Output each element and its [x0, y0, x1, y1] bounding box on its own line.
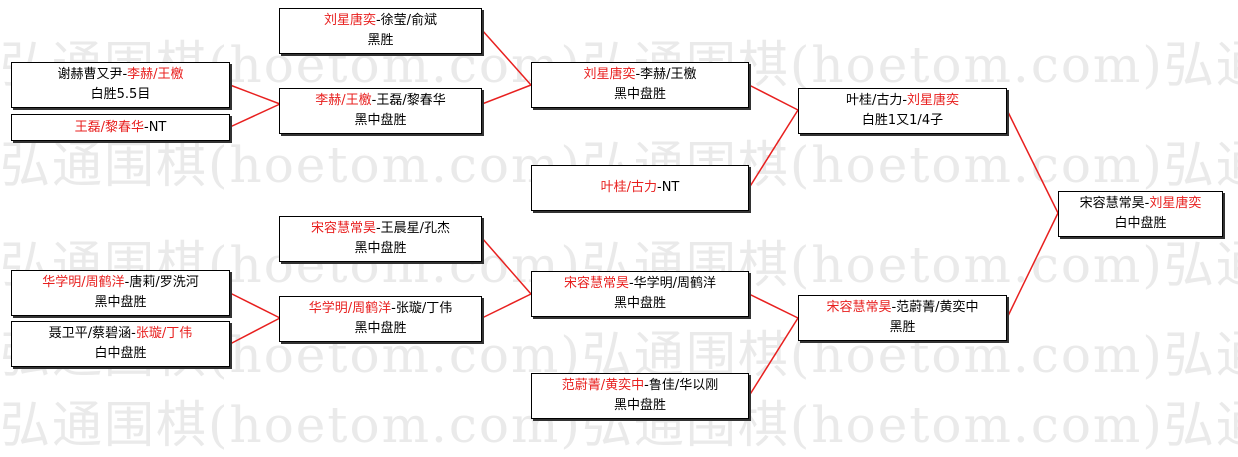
connector-line [229, 84, 281, 105]
connector-line [748, 317, 799, 397]
winner-name: 张璇/丁伟 [135, 326, 193, 341]
opponent-name: -徐莹/俞斌 [375, 13, 438, 28]
match-players: 华学明/周鹤洋-张璇/丁伟 [309, 299, 452, 319]
opponent-name: -NT [657, 180, 680, 195]
connector-line [481, 293, 532, 319]
match-box-r3d: 范蔚菁/黄奕中-鲁佳/华以刚 黑中盘胜 [531, 373, 749, 419]
opponent-name: -鲁佳/华以刚 [644, 378, 719, 393]
opponent-name: -王磊/黎春华 [371, 93, 446, 108]
opponent-name: 宋容慧常昊- [1079, 196, 1150, 211]
match-result: 黑中盘胜 [354, 113, 407, 128]
winner-name: 刘星唐奕 [583, 67, 636, 82]
match-box-r2a: 刘星唐奕-徐莹/俞斌 黑胜 [279, 8, 482, 54]
opponent-name: -张璇/丁伟 [391, 301, 453, 316]
opponent-name: 聂卫平/蔡碧涵- [48, 326, 136, 341]
match-players: 叶桂/古力-刘星唐奕 [846, 91, 959, 111]
opponent-name: -王晨星/孔杰 [375, 221, 451, 236]
connector-line [748, 109, 799, 189]
connector-line [1006, 109, 1059, 214]
match-players: 范蔚菁/黄奕中-鲁佳/华以刚 [562, 376, 718, 396]
match-box-sf2: 宋容慧常昊-范蔚菁/黄奕中 黑胜 [798, 295, 1007, 341]
winner-name: 宋容慧常昊 [826, 300, 892, 315]
winner-name: 王磊/黎春华 [74, 119, 145, 135]
match-players: 宋容慧常昊-范蔚菁/黄奕中 [826, 298, 978, 318]
winner-name: 叶桂/古力 [600, 180, 658, 195]
match-players: 叶桂/古力-NT [601, 178, 680, 198]
opponent-name: -华学明/周鹤洋 [628, 276, 717, 291]
match-players: 宋容慧常昊-王晨星/孔杰 [311, 219, 450, 239]
connector-line [229, 317, 281, 345]
match-result: 黑胜 [889, 320, 916, 335]
winner-name: 刘星唐奕 [907, 93, 960, 108]
match-players: 华学明/周鹤洋-唐莉/罗洗河 [42, 273, 198, 293]
winner-name: 宋容慧常昊 [563, 276, 629, 291]
match-box-r3b: 叶桂/古力-NT [531, 165, 749, 211]
match-box-r2b: 李赫/王檄-王磊/黎春华 黑中盘胜 [279, 88, 482, 134]
match-result: 白胜1又1/4子 [861, 113, 944, 128]
match-box-final: 宋容慧常昊-刘星唐奕 白中盘胜 [1058, 191, 1223, 237]
winner-name: 范蔚菁/黄奕中 [561, 378, 645, 393]
match-box-r2c: 宋容慧常昊-王晨星/孔杰 黑中盘胜 [279, 216, 482, 262]
winner-name: 宋容慧常昊 [310, 221, 376, 236]
connector-line [229, 292, 281, 319]
opponent-name: -唐莉/罗洗河 [124, 275, 199, 290]
match-result: 白中盘胜 [94, 346, 147, 361]
connector-line [481, 237, 532, 295]
winner-name: 华学明/周鹤洋 [42, 275, 125, 290]
match-result: 黑中盘胜 [613, 398, 666, 413]
match-players: 谢赫曹又尹-李赫/王檄 [57, 65, 183, 85]
winner-name: 刘星唐奕 [323, 13, 376, 28]
opponent-name: 谢赫曹又尹- [57, 67, 128, 82]
match-result: 白中盘胜 [1114, 216, 1167, 231]
winner-name: 李赫/王檄 [127, 67, 184, 82]
match-result: 黑胜 [367, 33, 394, 48]
match-players: 王磊/黎春华-NT [75, 118, 167, 138]
match-players: 李赫/王檄-王磊/黎春华 [315, 91, 445, 111]
match-players: 聂卫平/蔡碧涵-张璇/丁伟 [49, 324, 192, 344]
opponent-name: -范蔚菁/黄奕中 [891, 300, 979, 315]
match-players: 刘星唐奕-李赫/王檄 [583, 65, 696, 85]
connector-line [481, 84, 532, 105]
match-box-sf1: 叶桂/古力-刘星唐奕 白胜1又1/4子 [798, 88, 1007, 134]
match-result: 黑中盘胜 [94, 295, 147, 310]
match-box-r1a: 谢赫曹又尹-李赫/王檄 白胜5.5目 [11, 62, 230, 108]
match-box-r1b: 王磊/黎春华-NT [11, 114, 230, 141]
match-players: 宋容慧常昊-刘星唐奕 [1080, 194, 1202, 214]
connector-line [748, 84, 799, 111]
match-box-r1c: 华学明/周鹤洋-唐莉/罗洗河 黑中盘胜 [11, 270, 230, 316]
opponent-name: -NT [144, 119, 167, 135]
connector-line [1006, 212, 1059, 319]
opponent-name: 叶桂/古力- [845, 93, 908, 108]
match-box-r3c: 宋容慧常昊-华学明/周鹤洋 黑中盘胜 [531, 271, 749, 317]
match-result: 黑中盘胜 [613, 296, 666, 311]
match-box-r2d: 华学明/周鹤洋-张璇/丁伟 黑中盘胜 [279, 296, 482, 342]
winner-name: 刘星唐奕 [1149, 196, 1202, 211]
winner-name: 李赫/王檄 [315, 93, 372, 108]
match-box-r3a: 刘星唐奕-李赫/王檄 黑中盘胜 [531, 62, 749, 108]
match-players: 宋容慧常昊-华学明/周鹤洋 [564, 274, 716, 294]
winner-name: 华学明/周鹤洋 [308, 301, 392, 316]
connector-line [481, 29, 532, 86]
bracket-connector-lines [229, 29, 1059, 397]
match-players: 刘星唐奕-徐莹/俞斌 [324, 11, 437, 31]
match-box-r1d: 聂卫平/蔡碧涵-张璇/丁伟 白中盘胜 [11, 321, 230, 367]
opponent-name: -李赫/王檄 [635, 67, 697, 82]
match-result: 黑中盘胜 [354, 241, 407, 256]
match-result: 黑中盘胜 [613, 87, 666, 102]
match-result: 黑中盘胜 [354, 321, 407, 336]
connector-line [229, 103, 281, 128]
connector-line [748, 293, 799, 319]
match-result: 白胜5.5目 [90, 87, 151, 102]
